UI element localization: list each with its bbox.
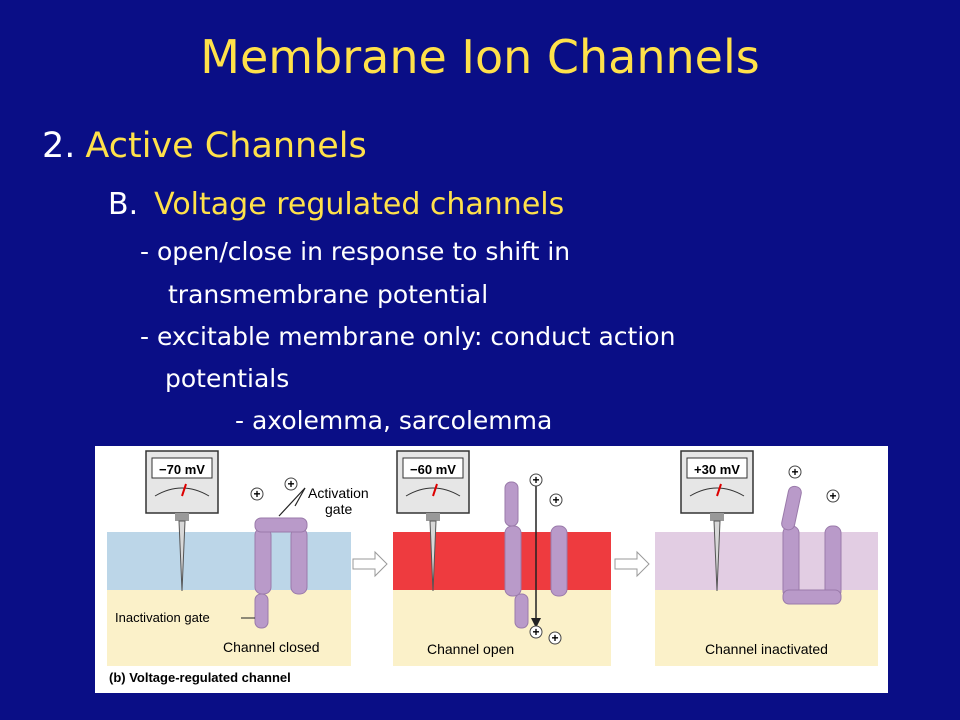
caption-closed: Channel closed: [223, 639, 320, 655]
activation-gate-label: Activation: [308, 485, 369, 501]
svg-text:+: +: [791, 465, 798, 479]
cytoplasm-open: [393, 590, 611, 666]
cytoplasm-closed: [107, 590, 351, 666]
inactivation-gate-label: Inactivation gate: [115, 610, 210, 625]
panel-open: −60 mV + + + + Channel open: [393, 450, 611, 666]
svg-text:+: +: [551, 631, 558, 645]
svg-text:+: +: [532, 625, 539, 639]
bullet-2: - excitable membrane only: conduct actio…: [140, 322, 676, 351]
svg-text:gate: gate: [325, 501, 352, 517]
svg-text:+: +: [829, 489, 836, 503]
activation-gate-icon: [254, 517, 308, 533]
section-number: 2.: [42, 126, 76, 166]
microelectrode-icon: [713, 520, 721, 592]
microelectrode-icon: [178, 520, 186, 592]
bullet-3: - axolemma, sarcolemma: [235, 406, 553, 435]
svg-text:+: +: [552, 493, 559, 507]
bullet-2-continuation: potentials: [165, 364, 290, 393]
cytoplasm-inactivated: [655, 590, 878, 666]
figure-caption: (b) Voltage-regulated channel: [109, 670, 291, 685]
bullet-1-continuation: transmembrane potential: [168, 280, 489, 309]
arrow-right-icon: [614, 550, 650, 578]
svg-text:+: +: [532, 473, 539, 487]
panel-inactivated: +30 mV + + Channel inactivated: [655, 450, 878, 666]
caption-open: Channel open: [427, 641, 514, 657]
subsection-title: Voltage regulated channels: [154, 187, 565, 222]
membrane-inactivated: [655, 532, 878, 590]
meter-value-open: −60 mV: [410, 462, 456, 477]
subsection-letter: B.: [108, 187, 139, 222]
slide-title: Membrane Ion Channels: [200, 30, 760, 84]
meter-value-closed: −70 mV: [159, 462, 205, 477]
microelectrode-icon: [429, 520, 437, 592]
bullet-1: - open/close in response to shift in: [140, 237, 571, 266]
svg-text:+: +: [253, 487, 260, 501]
svg-text:+: +: [287, 477, 294, 491]
arrow-right-icon: [352, 550, 388, 578]
meter-value-inactivated: +30 mV: [694, 462, 740, 477]
membrane-closed: [107, 532, 351, 590]
subsection-heading: B. Voltage regulated channels: [108, 187, 564, 222]
voltage-channel-figure: −70 mV + + Activation gate Inactivation …: [95, 446, 888, 693]
section-title: Active Channels: [85, 126, 367, 166]
panel-closed: −70 mV + + Activation gate Inactivation …: [107, 450, 369, 666]
section-heading: 2.Active Channels: [42, 126, 367, 166]
caption-inactivated: Channel inactivated: [705, 641, 828, 657]
membrane-open: [393, 532, 611, 590]
inactivation-gate-icon: [254, 593, 269, 629]
